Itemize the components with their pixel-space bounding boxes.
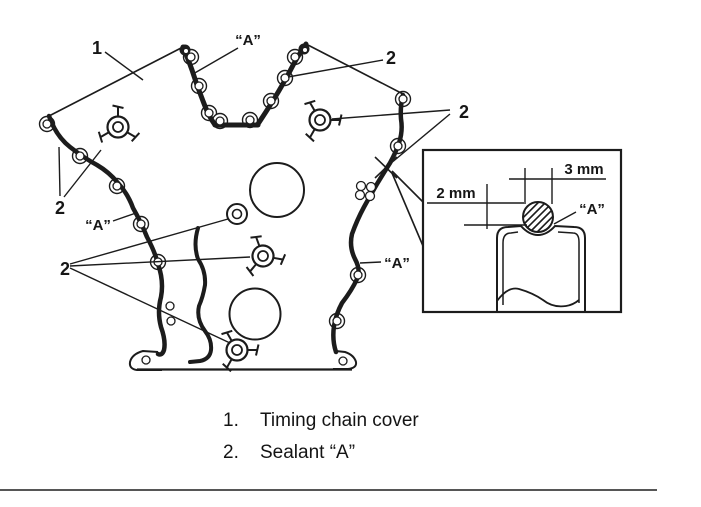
inset-a-leader (553, 211, 577, 225)
inset-3mm-label: 3 mm (564, 161, 603, 178)
section-cut-mark (374, 156, 424, 247)
flange-corner-nubs (179, 43, 310, 56)
sealant-a-label-left: “A” (85, 217, 111, 234)
leader-2-lower-left-a (69, 218, 229, 265)
callout-2-label-right: 2 (459, 102, 469, 122)
leader-2-top-right (287, 59, 384, 78)
sealant-a-label-right: “A” (384, 255, 410, 272)
cover-face-edges (48, 43, 404, 117)
cover-feet-and-bottom (128, 349, 358, 371)
leader-2-lower-left-c (69, 267, 231, 344)
inset-break-wave (496, 287, 580, 308)
flange-bolt-holes (42, 52, 408, 366)
upper-opening-circle (249, 162, 305, 218)
legend-item-sealant-a: 2. Sealant “A” (223, 443, 419, 462)
legend-item-timing-chain-cover: 1. Timing chain cover (223, 411, 419, 430)
legend-item-1-number: 1. (223, 410, 239, 431)
sealant-a-label-top: “A” (235, 32, 261, 49)
center-bolt-hole-inner (231, 208, 243, 220)
leader-2-upper-left-a (58, 146, 61, 197)
legend-item-2-label: Sealant “A” (260, 442, 356, 463)
inset-2mm-label: 2 mm (436, 185, 475, 202)
callout-2-label-lower-left: 2 (60, 259, 70, 279)
leader-part1 (104, 51, 144, 81)
inset-border (421, 148, 623, 314)
inset-channel-section (496, 224, 586, 311)
inset-dimension-lines (427, 168, 606, 229)
page-divider-rule (0, 489, 657, 491)
lower-opening-circle (228, 287, 282, 341)
center-bolt-hole-outer (226, 203, 248, 225)
leader-2-lower-left-b (69, 256, 251, 267)
cover-openings (226, 162, 305, 341)
leader-2-right-b (389, 113, 451, 165)
leader-2-upper-left-b (63, 149, 102, 198)
callout-2-label-upper-left: 2 (55, 198, 65, 218)
legend: 1. Timing chain cover 2. Sealant “A” (223, 411, 419, 475)
callout-2-label-top-right: 2 (386, 48, 396, 68)
leader-sealant-a-top (192, 47, 239, 75)
leader-2-right-a (331, 109, 451, 120)
callout-1-label: 1 (92, 38, 102, 58)
leader-sealant-a-left (112, 212, 137, 222)
sealant-bolt-symbols (95, 97, 343, 373)
callout-leader-lines (58, 47, 451, 344)
sealant-flange-edges (46, 41, 406, 364)
inset-sealant-bead (522, 201, 554, 233)
legend-item-1-label: Timing chain cover (260, 410, 419, 431)
inset-sealant-a-label: “A” (579, 201, 605, 218)
sealant-bead-inset: 3 mm 2 mm “A” (421, 148, 623, 314)
leader-sealant-a-right (359, 261, 382, 264)
legend-item-2-number: 2. (223, 442, 239, 463)
